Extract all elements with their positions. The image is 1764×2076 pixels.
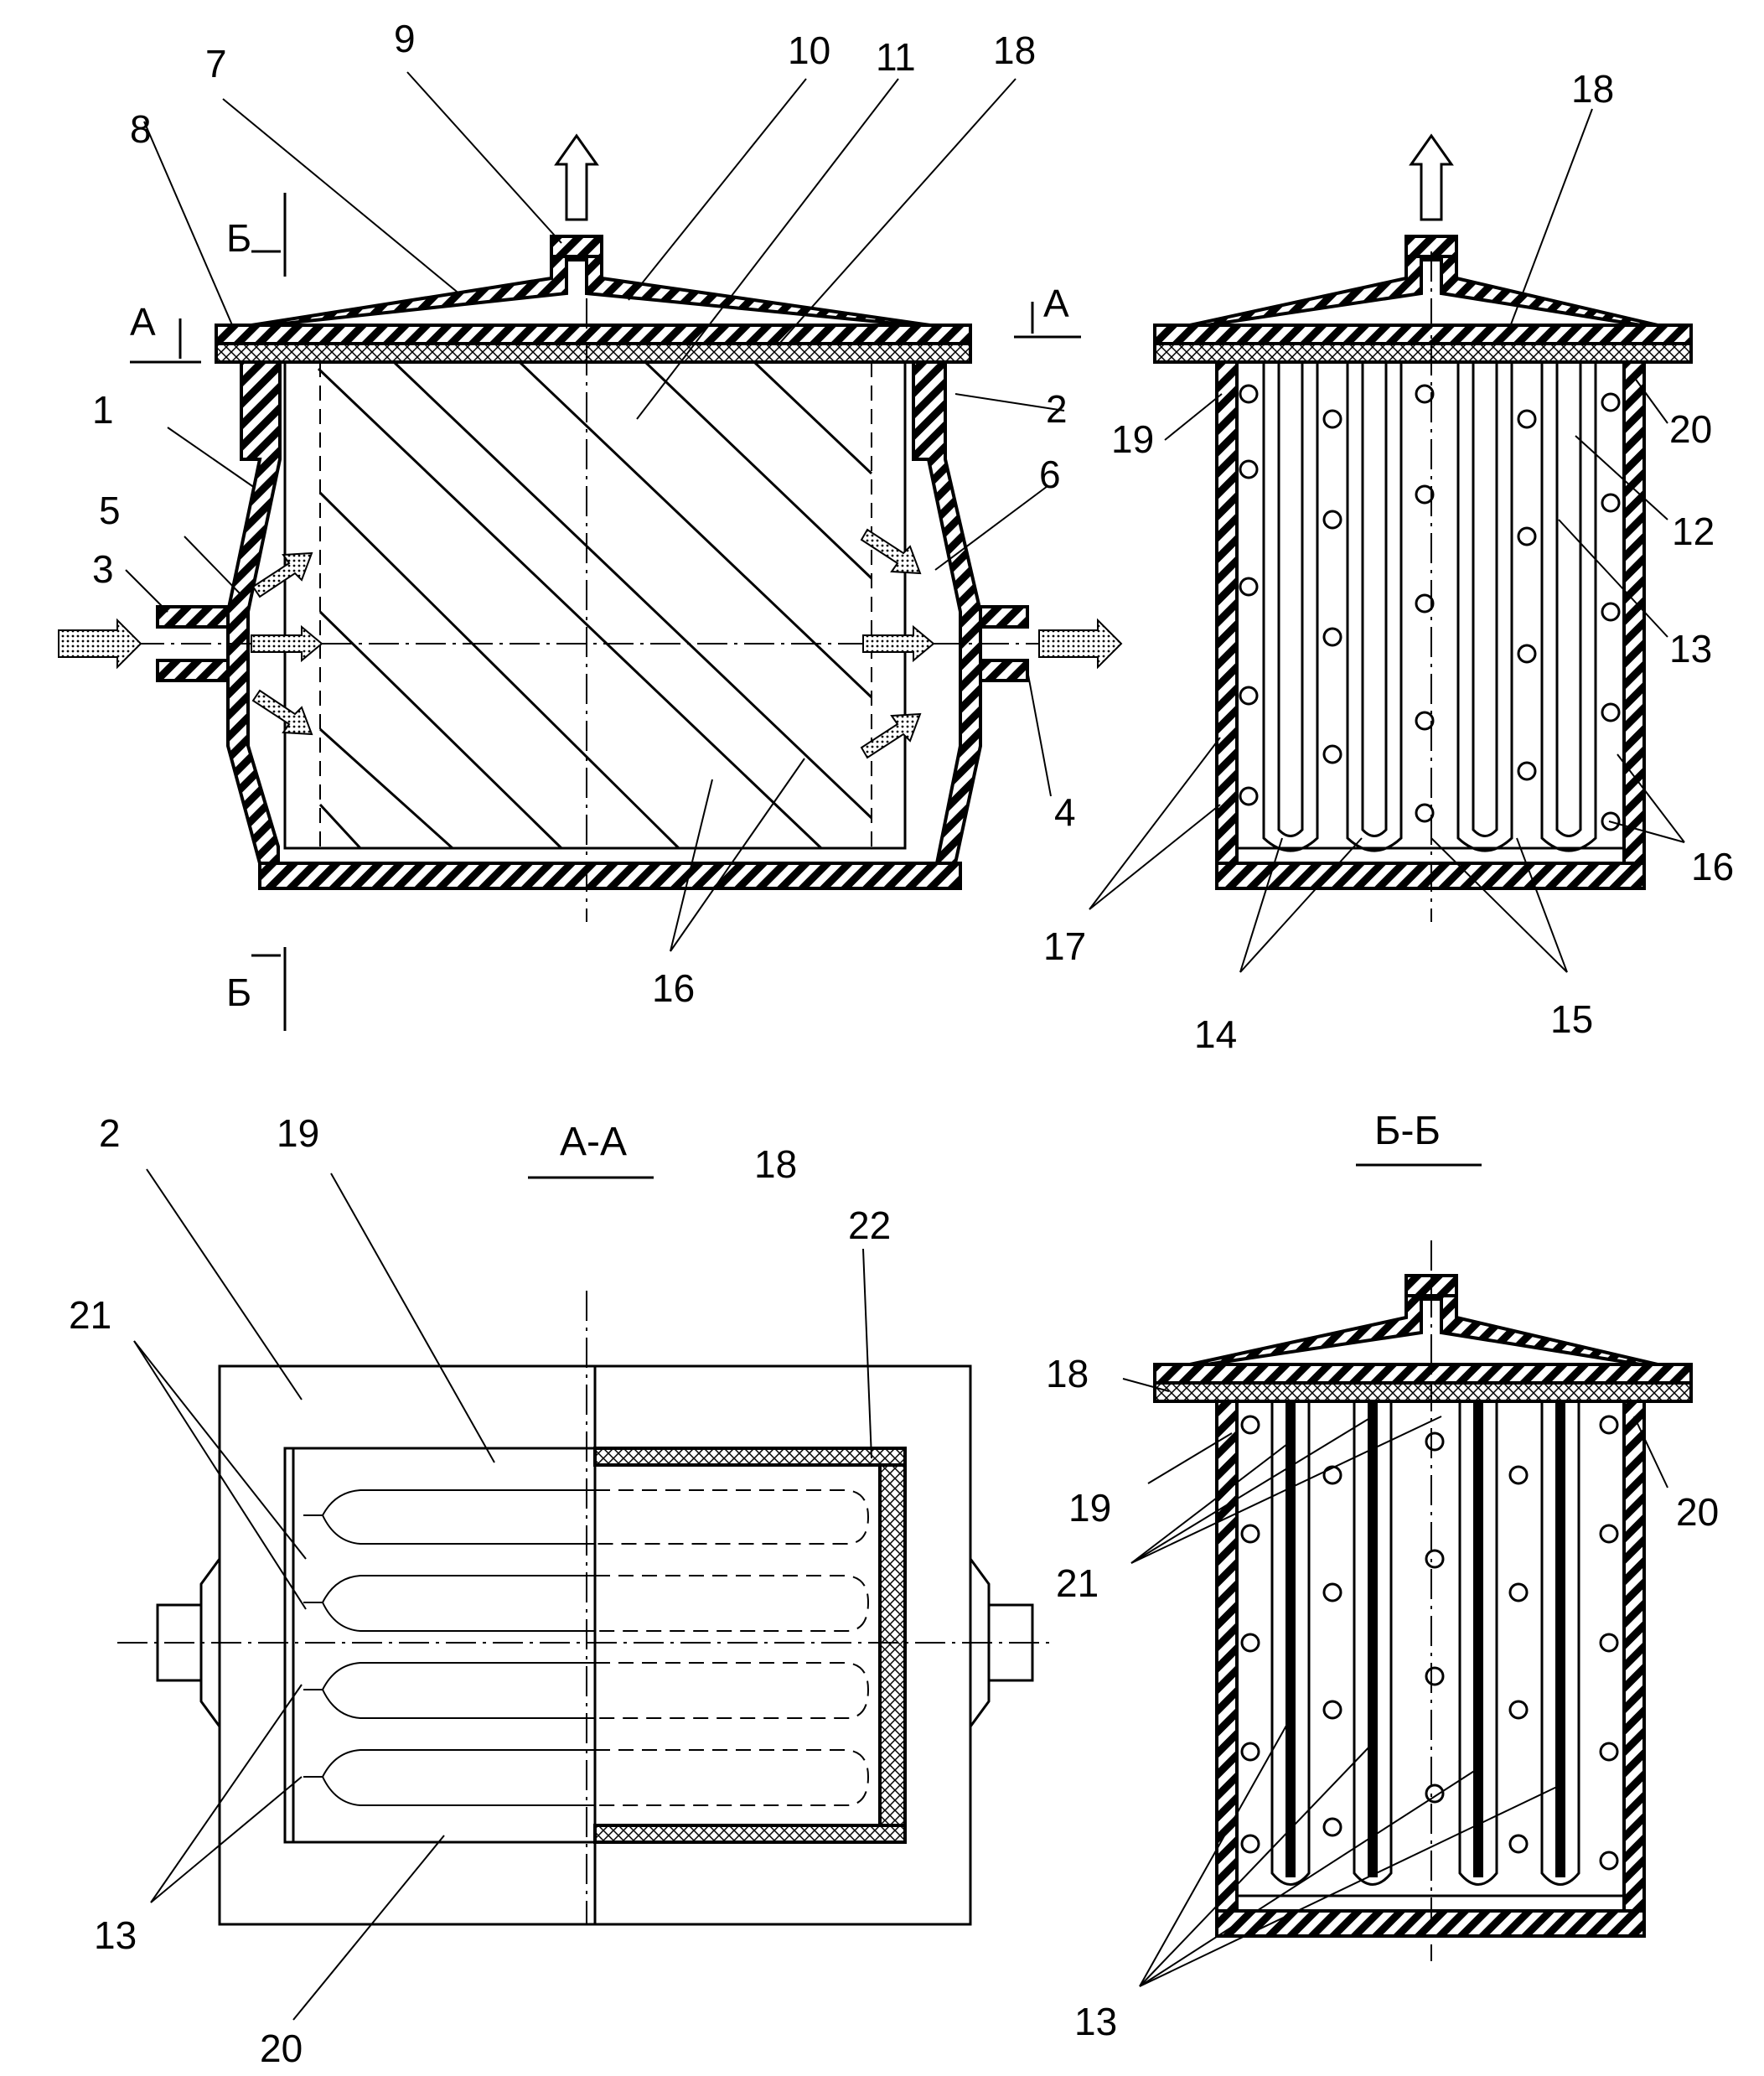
label-19c: 19	[1068, 1486, 1111, 1530]
flow-arrow-2	[251, 627, 322, 660]
mark-a-left: А	[130, 300, 156, 344]
mark-b-top: Б	[226, 216, 251, 260]
label-18b: 18	[1571, 67, 1614, 111]
label-18d: 18	[1046, 1352, 1089, 1395]
label-20c: 20	[1676, 1490, 1719, 1534]
bb-flange-upper	[1155, 1364, 1691, 1383]
label-3: 3	[92, 547, 114, 591]
view-title-bb: Б-Б	[1374, 1109, 1441, 1153]
label-11: 11	[876, 35, 916, 79]
inlet-nozzle-bottom	[158, 660, 228, 681]
side-left-wall	[1217, 362, 1237, 880]
permeate-outlet-arrow	[556, 136, 597, 220]
mark-b-bottom: Б	[226, 971, 251, 1014]
side-section-view: 18 19 20 12 13 16 17 14 15	[1043, 67, 1734, 1056]
bb-right-wall	[1624, 1401, 1644, 1928]
flow-arrow-1	[253, 553, 312, 597]
mark-a-right: А	[1043, 282, 1069, 325]
side-membrane-plate	[1155, 344, 1691, 362]
cover-flange-upper	[216, 325, 970, 344]
plan-channels-left	[303, 1490, 595, 1805]
plan-inner-left	[285, 1448, 595, 1842]
main-section-view: 8 7 9 10 11 18 2 6 1 5 3 4 16 Б Б А А	[59, 17, 1121, 1031]
side-outlet-arrow	[1411, 136, 1451, 220]
label-14: 14	[1194, 1012, 1237, 1056]
plan-seal-right	[880, 1465, 905, 1825]
label-13a: 13	[1669, 627, 1712, 670]
label-12: 12	[1672, 510, 1715, 553]
label-17: 17	[1043, 924, 1086, 968]
left-body-wall	[228, 362, 280, 863]
label-18a: 18	[993, 28, 1036, 72]
label-13c: 13	[1074, 2000, 1117, 2043]
outlet-nozzle-bottom	[980, 660, 1027, 681]
label-18c: 18	[754, 1142, 797, 1186]
label-13b: 13	[94, 1913, 137, 1957]
side-right-wall	[1624, 362, 1644, 880]
label-7: 7	[205, 42, 227, 85]
label-22: 22	[848, 1204, 891, 1247]
view-title-aa: А-А	[560, 1120, 627, 1164]
plan-channels-right	[595, 1490, 868, 1805]
label-20b: 20	[260, 2027, 303, 2070]
inlet-arrow	[59, 620, 141, 667]
label-10: 10	[788, 28, 830, 72]
right-body-wall	[913, 362, 980, 863]
label-1: 1	[92, 388, 114, 432]
label-8: 8	[130, 107, 152, 151]
label-2b: 2	[99, 1111, 121, 1155]
bottom-wall	[260, 863, 960, 888]
outlet-arrow	[1039, 620, 1121, 667]
label-19b: 19	[277, 1111, 319, 1155]
label-9: 9	[394, 17, 416, 60]
flow-arrow-5	[863, 627, 934, 660]
label-6: 6	[1039, 453, 1061, 496]
label-21b: 21	[1056, 1561, 1099, 1605]
inlet-nozzle-top	[158, 607, 228, 627]
outlet-nozzle-top	[980, 607, 1027, 627]
bb-left-wall	[1217, 1401, 1237, 1928]
plan-seal-top	[595, 1448, 905, 1465]
plan-seal-bottom	[595, 1825, 905, 1842]
bb-membrane-plate	[1155, 1383, 1691, 1401]
label-16a: 16	[652, 966, 695, 1010]
section-bb-view: Б-Б	[1046, 1109, 1719, 2043]
label-16b: 16	[1691, 845, 1734, 888]
section-aa-view: А-А	[69, 1111, 1056, 2070]
label-20a: 20	[1669, 407, 1712, 451]
flow-arrow-4	[861, 530, 920, 573]
label-19a: 19	[1111, 417, 1154, 461]
side-flange-upper	[1155, 325, 1691, 344]
flow-arrow-3	[253, 691, 312, 734]
filler-balls-side	[1240, 386, 1619, 830]
label-2a: 2	[1046, 387, 1068, 431]
flow-arrow-6	[861, 714, 920, 758]
membrane-plate-18	[216, 344, 970, 362]
label-5: 5	[99, 489, 121, 532]
label-4: 4	[1054, 790, 1076, 834]
leader-lines-view3	[134, 1169, 872, 2020]
label-21a: 21	[69, 1293, 111, 1337]
label-15: 15	[1550, 997, 1593, 1041]
diagonal-tubes	[318, 362, 872, 848]
